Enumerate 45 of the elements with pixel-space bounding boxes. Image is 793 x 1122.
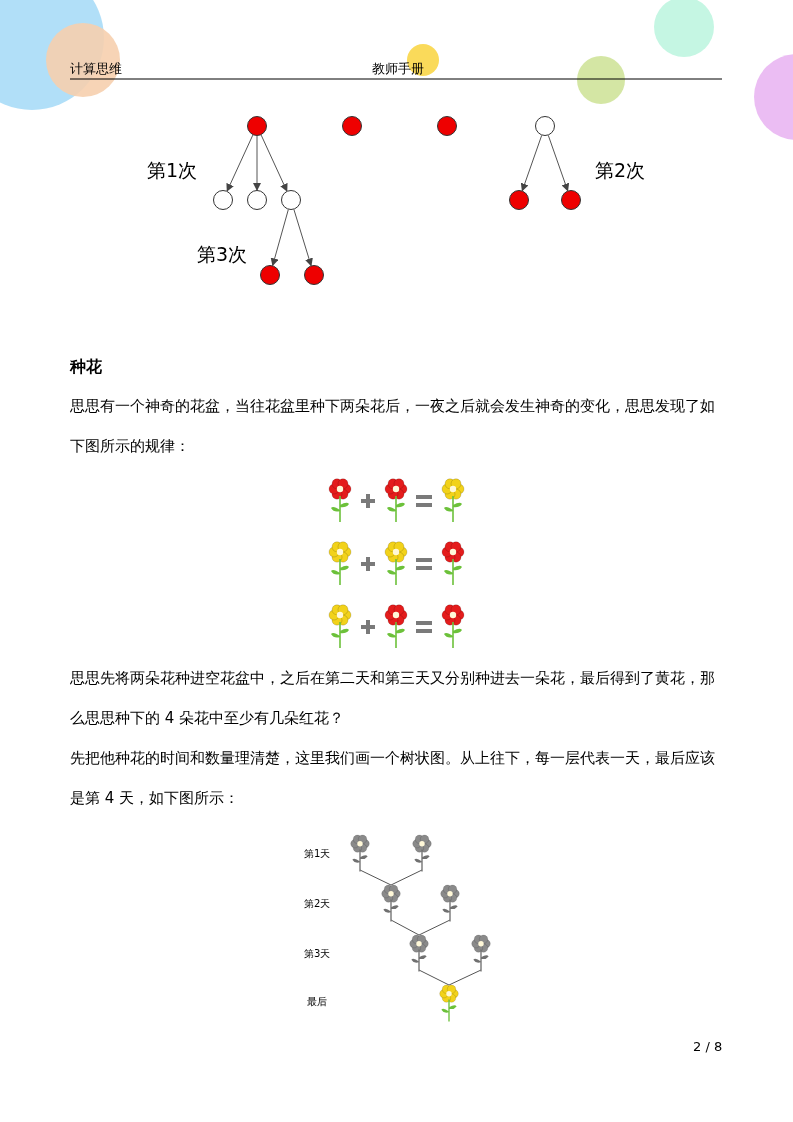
filled-circle — [304, 265, 324, 285]
connector-line — [390, 919, 420, 936]
arrow — [226, 134, 254, 192]
step-label: 第1次 — [147, 158, 198, 183]
paragraph: 思思有一个神奇的花盆，当往花盆里种下两朵花后，一夜之后就会发生神奇的变化，思思发现了如下图所示的规律： — [70, 396, 716, 457]
arrow — [253, 135, 261, 191]
arrow — [260, 134, 288, 192]
flower-icon — [470, 934, 492, 972]
header-text: 计算思维 — [70, 60, 122, 78]
flower-icon — [439, 884, 461, 922]
filled-circle — [561, 190, 581, 210]
arrow — [293, 209, 313, 267]
day-label: 第1天 — [304, 847, 331, 861]
empty-circle — [213, 190, 233, 210]
day-label: 第3天 — [304, 947, 331, 961]
header-text: 教师手册 — [372, 60, 424, 78]
filled-circle — [342, 116, 362, 136]
filled-circle — [437, 116, 457, 136]
filled-circle — [247, 116, 267, 136]
filled-circle — [260, 265, 280, 285]
arrow — [520, 134, 543, 192]
section-heading: 种花 — [70, 357, 102, 378]
step-label: 第3次 — [197, 242, 248, 267]
empty-circle — [247, 190, 267, 210]
arrow — [270, 209, 289, 267]
filled-circle — [509, 190, 529, 210]
empty-circle — [281, 190, 301, 210]
flower-icon — [349, 834, 371, 872]
paragraph: 先把他种花的时间和数量理清楚，这里我们画一个树状图。从上往下，每一层代表一天，最后应该是第 4 天，如下图所示： — [70, 748, 716, 809]
connector-line — [448, 969, 482, 986]
connector-line — [418, 919, 451, 936]
connector-line — [418, 969, 450, 986]
connector-line — [359, 869, 392, 886]
connector-line — [390, 869, 423, 886]
flower-icon — [411, 834, 433, 872]
paragraph: 思思先将两朵花种进空花盆中，之后在第二天和第三天又分别种进去一朵花，最后得到了黄花，那么思思种下的 4 朵花中至少有几朵红花？ — [70, 668, 716, 729]
empty-circle — [535, 116, 555, 136]
flower-icon — [380, 884, 402, 922]
step-label: 第2次 — [595, 158, 646, 183]
flower-icon — [438, 984, 460, 1022]
flower-icon — [408, 934, 430, 972]
day-label: 最后 — [307, 995, 327, 1009]
day-label: 第2天 — [304, 897, 331, 911]
page-number: 2 / 8 — [693, 1039, 723, 1054]
arrow — [547, 134, 570, 192]
